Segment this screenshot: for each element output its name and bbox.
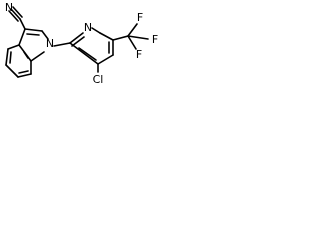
- pyridine-n-c6-bond: [91, 27, 101, 34]
- indole-c3-c2-bond: [24, 28, 43, 32]
- cf3-f-top-bond: [127, 23, 138, 37]
- pyridine-c4-c3-bond: [97, 54, 114, 65]
- cf3-f-right-bond: [127, 35, 149, 40]
- cf3-fluorine-right-label: F: [152, 33, 158, 46]
- n1-to-pyridine-bond: [53, 42, 71, 47]
- cf3-f-bottom-bond: [127, 35, 137, 50]
- bonds: [5, 6, 149, 78]
- cf3-fluorine-top-label: F: [137, 11, 143, 24]
- nitrile-to-c3-bond: [19, 18, 26, 30]
- pyridine-nitrogen-label: N: [84, 21, 92, 34]
- indole-c6-c7-bond: [17, 73, 32, 78]
- nitrile-triple-bond-c: [8, 10, 19, 22]
- indole-c3-c3a-bond: [18, 28, 26, 46]
- cf3-fluorine-bottom-label: F: [136, 48, 142, 61]
- indole-c4-c5-bond: [5, 48, 9, 66]
- pyridine-c2-n-bond: [69, 32, 84, 44]
- indole-n1-c7a-bond: [30, 51, 45, 62]
- nitrile-nitrogen-label: N: [5, 1, 13, 14]
- indole-c6-c7-double-bond: [18, 70, 29, 74]
- pyridine-c3-c2-double-bond: [78, 47, 97, 61]
- indole-c4-c5-double-bond: [9, 51, 12, 64]
- indole-c5-c6-bond: [5, 64, 19, 78]
- indole-c2-n1-bond: [41, 30, 49, 40]
- chemical-structure: N N N Cl F F F: [5, 1, 158, 86]
- pyridine-to-cf3-bond: [112, 35, 129, 41]
- pyridine-c6-c5-bond: [99, 32, 114, 41]
- nitrile-triple-bond-a: [10, 8, 21, 20]
- structure-canvas: N N N Cl F F F: [0, 0, 168, 94]
- nitrile-triple-bond-b: [12, 6, 23, 18]
- indole-c3a-c7a-double-bond: [23, 51, 29, 59]
- atom-labels: N N N Cl F F F: [5, 1, 158, 86]
- chlorine-label: Cl: [93, 73, 104, 86]
- indole-c3-c2-double-bond: [26, 33, 40, 36]
- pyridine-c3-c2-bond: [69, 42, 99, 65]
- pyridine-c2-n-double-bond: [71, 36, 85, 47]
- indole-c3a-c4-bond: [7, 44, 20, 50]
- indole-nitrogen-label: N: [46, 37, 54, 50]
